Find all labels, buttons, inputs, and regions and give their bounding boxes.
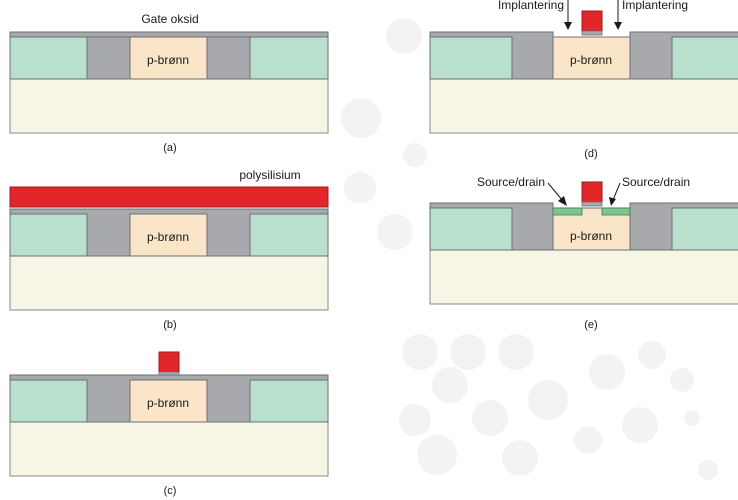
green-region-left [429, 36, 513, 80]
substrate [9, 78, 329, 134]
polysilicon-gate [581, 10, 603, 32]
green-region-left [9, 379, 88, 423]
p-well [129, 36, 208, 80]
panel-c: p-brønn (c) [9, 351, 329, 497]
p-well [129, 213, 208, 257]
green-region-right [249, 36, 329, 80]
implant-label-right: Implantering [622, 0, 688, 12]
drain-region [601, 207, 631, 216]
polysilicon-gate [158, 351, 180, 373]
gate-oxide-label: Gate oksid [141, 12, 198, 26]
source-region [552, 207, 583, 216]
substrate [9, 421, 329, 477]
arrowhead-icon [609, 197, 616, 206]
gate-oxide [581, 30, 603, 36]
green-region-right [671, 207, 738, 251]
arrowhead-icon [614, 22, 622, 30]
caption-d: (d) [584, 148, 597, 160]
panel-b: p-brønn polysilisium (b) [9, 168, 329, 331]
green-region-left [9, 213, 88, 257]
green-region-right [249, 213, 329, 257]
p-well-label: p-brønn [147, 396, 189, 410]
drain-arrow [612, 182, 621, 201]
p-well-label: p-brønn [570, 53, 612, 67]
p-well [129, 379, 208, 423]
polysilicon-layer [9, 186, 329, 208]
drain-label: Source/drain [622, 175, 690, 189]
polysilicon-label: polysilisium [239, 168, 300, 182]
substrate [429, 78, 738, 134]
panel-e: p-brønn Source/drain Source/drain (e) [429, 175, 738, 331]
source-arrow [547, 182, 564, 202]
gate-oxide [158, 371, 180, 376]
source-label: Source/drain [477, 175, 545, 189]
green-region-left [9, 36, 88, 80]
polysilicon-gate [581, 181, 603, 203]
p-well [552, 36, 631, 80]
caption-b: (b) [163, 319, 176, 331]
substrate [9, 255, 329, 311]
gate-oxide-layer [9, 31, 329, 38]
substrate [429, 249, 738, 305]
green-region-right [671, 36, 738, 80]
implant-label-left: Implantering [498, 0, 564, 12]
p-well-label: p-brønn [570, 229, 612, 243]
panel-d: p-brønn Implantering Implantering (d) [429, 0, 738, 160]
green-region-right [249, 379, 329, 423]
p-well-label: p-brønn [147, 230, 189, 244]
arrowhead-icon [564, 22, 572, 30]
background-dots [341, 18, 718, 480]
caption-a: (a) [163, 142, 176, 154]
green-region-left [429, 207, 513, 251]
arrowhead-icon [558, 196, 567, 206]
gate-oxide [581, 201, 603, 207]
p-well-label: p-brønn [147, 53, 189, 67]
caption-e: (e) [584, 319, 597, 331]
caption-c: (c) [164, 485, 177, 497]
panel-a: p-brønn Gate oksid (a) [9, 12, 329, 154]
